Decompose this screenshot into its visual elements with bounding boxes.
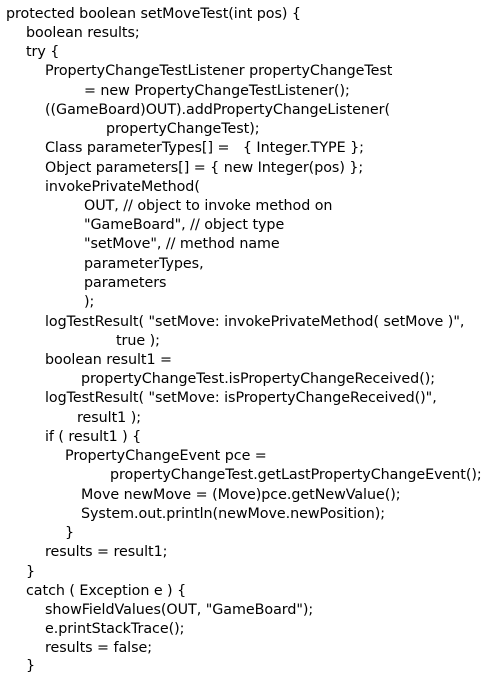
code-line: propertyChangeTest.isPropertyChangeRecei… [81, 371, 436, 387]
code-line: ((GameBoard)OUT).addPropertyChangeListen… [45, 102, 390, 118]
code-line: results = result1; [45, 544, 168, 560]
code-line: = new PropertyChangeTestListener(); [84, 83, 350, 99]
code-line: Move newMove = (Move)pce.getNewValue(); [81, 487, 401, 503]
code-line: try { [26, 44, 60, 60]
code-line: results = false; [45, 640, 152, 656]
code-line: boolean results; [26, 25, 140, 41]
code-line: showFieldValues(OUT, "GameBoard"); [45, 602, 314, 618]
code-line: ); [84, 294, 95, 310]
code-line: parameters [84, 275, 167, 291]
code-line: if ( result1 ) { [45, 429, 142, 445]
code-line: "setMove", // method name [84, 236, 280, 252]
code-line: propertyChangeTest.getLastPropertyChange… [110, 467, 482, 483]
code-line: logTestResult( "setMove: isPropertyChang… [45, 390, 437, 406]
code-line: OUT, // object to invoke method on [84, 198, 333, 214]
code-line: "GameBoard", // object type [84, 217, 285, 233]
code-line: protected boolean setMoveTest(int pos) { [6, 6, 301, 22]
code-line: propertyChangeTest); [106, 121, 260, 137]
code-line: catch ( Exception e ) { [26, 583, 187, 599]
code-line: } [26, 564, 36, 580]
code-line: Object parameters[] = { new Integer(pos)… [45, 160, 364, 176]
code-line: parameterTypes, [84, 256, 204, 272]
code-line: PropertyChangeTestListener propertyChang… [45, 63, 393, 79]
code-line: invokePrivateMethod( [45, 179, 200, 195]
code-line: System.out.println(newMove.newPosition); [81, 506, 386, 522]
code-line: e.printStackTrace(); [45, 621, 185, 637]
code-line: PropertyChangeEvent pce = [65, 448, 267, 464]
code-line: logTestResult( "setMove: invokePrivateMe… [45, 314, 465, 330]
code-line: } [65, 525, 75, 541]
code-line: true ); [116, 333, 160, 349]
code-line: boolean result1 = [45, 352, 172, 368]
code-line: result1 ); [77, 410, 141, 426]
code-line: Class parameterTypes[] = { Integer.TYPE … [45, 140, 364, 156]
code-line: } [26, 658, 36, 674]
